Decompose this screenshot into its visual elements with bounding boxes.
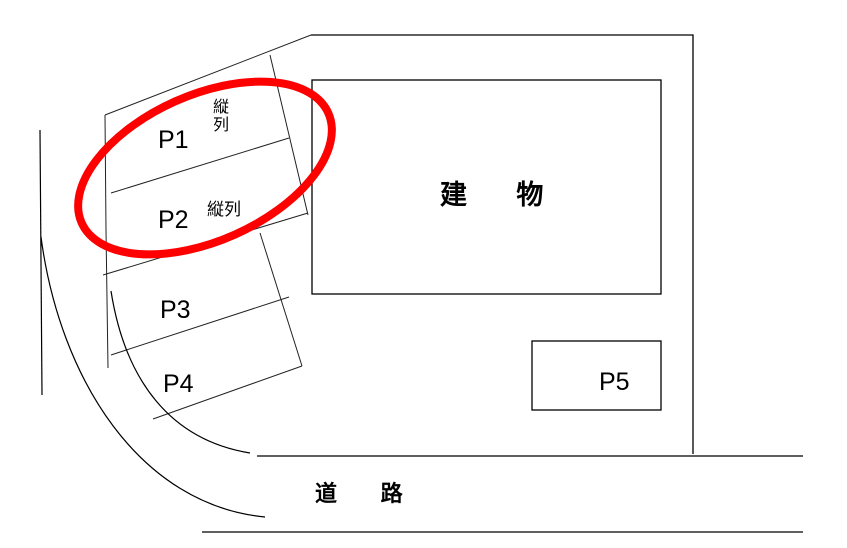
parking-space-p5-outline [531, 340, 662, 411]
outer-curve [40, 236, 266, 518]
parking-label-p2: P2 [158, 206, 189, 234]
building-outline [311, 79, 662, 295]
inner-curve [110, 290, 251, 454]
parking-note-p2: 縦列 [207, 200, 241, 220]
left-boundary-line [39, 129, 43, 396]
parking-label-p4: P4 [163, 370, 194, 398]
parking-label-p3: P3 [160, 296, 191, 324]
parking-note-p1: 縦列 [213, 97, 230, 135]
parking-label-p1: P1 [158, 126, 189, 154]
building-label: 建 物 [440, 180, 564, 211]
parking-label-p5: P5 [599, 368, 630, 396]
property-boundary [311, 34, 694, 454]
road-label: 道 路 [315, 482, 421, 507]
highlight-ellipse [74, 77, 336, 259]
